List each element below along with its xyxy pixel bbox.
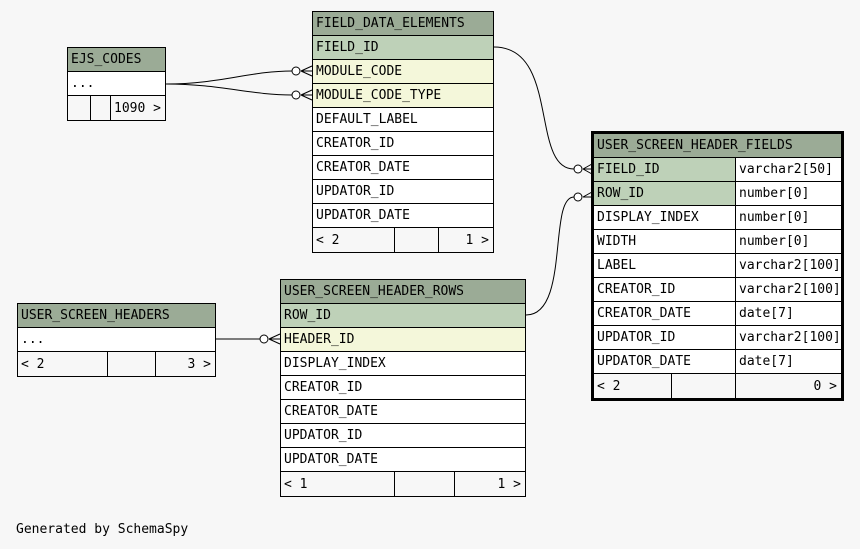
column-field-id[interactable]: FIELD_ID varchar2[50] <box>594 158 841 182</box>
table-name: USER_SCREEN_HEADER_FIELDS <box>597 138 793 153</box>
column-name: LABEL <box>597 258 637 273</box>
table-user-screen-headers[interactable]: USER_SCREEN_HEADERS ... < 2 3 > <box>17 303 216 377</box>
table-row: ... <box>68 72 165 96</box>
column-type: varchar2[50] <box>735 158 841 181</box>
column-type: varchar2[100] <box>735 326 841 349</box>
parents-count[interactable]: < 2 <box>597 378 621 394</box>
table-field-data-elements[interactable]: FIELD_DATA_ELEMENTS FIELD_ID MODULE_CODE… <box>312 11 494 253</box>
table-ejs-codes[interactable]: EJS_CODES ... 1090 > <box>67 47 166 121</box>
column-creator-id[interactable]: CREATOR_ID <box>281 376 525 400</box>
column-updator-id[interactable]: UPDATOR_ID <box>313 180 493 204</box>
column-default-label[interactable]: DEFAULT_LABEL <box>313 108 493 132</box>
footer-spacer <box>671 374 735 398</box>
column-field-id[interactable]: FIELD_ID <box>313 36 493 60</box>
table-user-screen-header-fields[interactable]: USER_SCREEN_HEADER_FIELDS FIELD_ID varch… <box>591 131 844 401</box>
column-creator-id[interactable]: CREATOR_ID <box>313 132 493 156</box>
column-name: DISPLAY_INDEX <box>597 210 699 225</box>
column-updator-date[interactable]: UPDATOR_DATE <box>281 448 525 472</box>
table-name: EJS_CODES <box>71 52 142 67</box>
column-updator-id[interactable]: UPDATOR_ID varchar2[100] <box>594 326 841 350</box>
column-type: number[0] <box>735 230 841 253</box>
column-type: varchar2[100] <box>735 278 841 301</box>
parents-count[interactable] <box>68 96 90 120</box>
table-name: FIELD_DATA_ELEMENTS <box>316 16 465 31</box>
footer-spacer <box>394 228 438 252</box>
column-width[interactable]: WIDTH number[0] <box>594 230 841 254</box>
table-footer: < 2 3 > <box>18 352 215 376</box>
table-footer: < 1 1 > <box>281 472 525 496</box>
column-row-id[interactable]: ROW_ID number[0] <box>594 182 841 206</box>
table-header: USER_SCREEN_HEADER_ROWS <box>281 280 525 304</box>
column-name: WIDTH <box>597 234 637 249</box>
table-footer: < 2 0 > <box>594 374 841 398</box>
footer-spacer <box>90 96 110 120</box>
column-creator-date[interactable]: CREATOR_DATE <box>281 400 525 424</box>
link-ejs-module-code-type <box>165 83 293 96</box>
column-type: date[7] <box>735 302 841 325</box>
link-ejs-module-code <box>165 70 293 85</box>
column-name: CREATOR_ID <box>597 282 676 297</box>
column-label[interactable]: LABEL varchar2[100] <box>594 254 841 278</box>
column-updator-id[interactable]: UPDATOR_ID <box>281 424 525 448</box>
table-footer: 1090 > <box>68 96 165 120</box>
link-field-id <box>493 46 575 170</box>
column-display-index[interactable]: DISPLAY_INDEX <box>281 352 525 376</box>
column-type: number[0] <box>735 206 841 229</box>
table-name: USER_SCREEN_HEADER_ROWS <box>284 284 465 299</box>
column-type: date[7] <box>735 350 841 373</box>
table-name: USER_SCREEN_HEADERS <box>21 308 170 323</box>
column-updator-date[interactable]: UPDATOR_DATE date[7] <box>594 350 841 374</box>
column-type: number[0] <box>735 182 841 205</box>
children-count[interactable]: 3 > <box>155 352 215 376</box>
column-header-id[interactable]: HEADER_ID <box>281 328 525 352</box>
table-user-screen-header-rows[interactable]: USER_SCREEN_HEADER_ROWS ROW_ID HEADER_ID… <box>280 279 526 497</box>
column-name: ROW_ID <box>594 182 735 205</box>
column-creator-id[interactable]: CREATOR_ID varchar2[100] <box>594 278 841 302</box>
column-module-code-type[interactable]: MODULE_CODE_TYPE <box>313 84 493 108</box>
column-name: UPDATOR_ID <box>597 330 676 345</box>
column-updator-date[interactable]: UPDATOR_DATE <box>313 204 493 228</box>
table-header: USER_SCREEN_HEADER_FIELDS <box>594 134 841 158</box>
children-count[interactable]: 1090 > <box>110 96 165 120</box>
column-name: UPDATOR_DATE <box>597 354 691 369</box>
column-row-id[interactable]: ROW_ID <box>281 304 525 328</box>
table-header: FIELD_DATA_ELEMENTS <box>313 12 493 36</box>
column-creator-date[interactable]: CREATOR_DATE date[7] <box>594 302 841 326</box>
children-count[interactable]: 1 > <box>454 472 525 496</box>
parents-count[interactable]: < 1 <box>284 476 308 492</box>
children-count[interactable]: 0 > <box>735 374 841 398</box>
children-count[interactable]: 1 > <box>438 228 493 252</box>
footer-spacer <box>107 352 155 376</box>
link-row-id <box>525 196 575 316</box>
ellipsis: ... <box>21 332 45 347</box>
column-module-code[interactable]: MODULE_CODE <box>313 60 493 84</box>
column-name: CREATOR_DATE <box>597 306 691 321</box>
column-type: varchar2[100] <box>735 254 841 277</box>
parents-count[interactable]: < 2 <box>316 232 340 248</box>
parents-count[interactable]: < 2 <box>21 356 45 372</box>
column-creator-date[interactable]: CREATOR_DATE <box>313 156 493 180</box>
ellipsis: ... <box>71 76 95 91</box>
column-name: FIELD_ID <box>594 158 735 181</box>
table-header: EJS_CODES <box>68 48 165 72</box>
column-display-index[interactable]: DISPLAY_INDEX number[0] <box>594 206 841 230</box>
table-row: ... <box>18 328 215 352</box>
table-header: USER_SCREEN_HEADERS <box>18 304 215 328</box>
generated-by-label: Generated by SchemaSpy <box>16 522 189 537</box>
footer-spacer <box>394 472 454 496</box>
table-footer: < 2 1 > <box>313 228 493 252</box>
